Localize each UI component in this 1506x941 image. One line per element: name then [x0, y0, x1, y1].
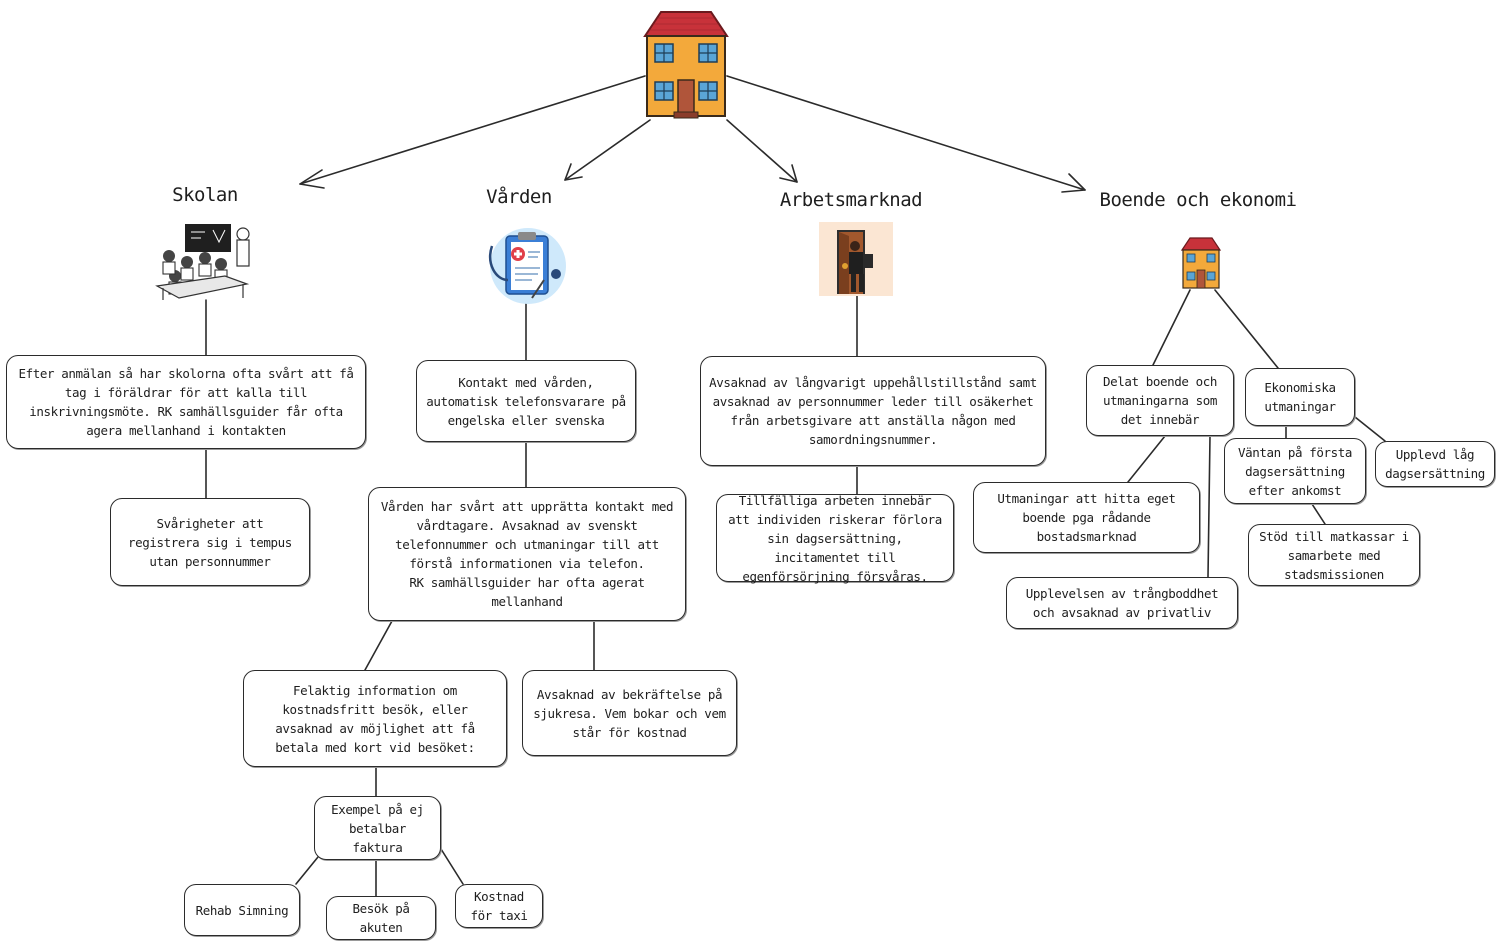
varden-node-besok-akuten-text: Besök på akuten [352, 901, 410, 935]
edge-boende-n2-n6 [1349, 412, 1386, 442]
arrowhead-boende [1061, 173, 1086, 193]
house-icon [643, 11, 729, 119]
varden-node-besok-akuten: Besök på akuten [326, 896, 436, 940]
edge-boende-n1-n3 [1127, 435, 1166, 483]
varden-node-exempel-faktura: Exempel på ej betalbar faktura [314, 796, 441, 860]
boende-node-trangboddhet: Upplevelsen av trångboddhet och avsaknad… [1006, 577, 1238, 629]
heading-boende: Boende och ekonomi [1099, 189, 1297, 211]
varden-node-sjukresa-text: Avsaknad av bekräftelse på sjukresa. Vem… [533, 686, 726, 740]
varden-node-felaktig-information-text: Felaktig information om kostnadsfritt be… [275, 682, 475, 755]
varden-node-rehab-simning-text: Rehab Simning [195, 902, 289, 918]
small-house-icon [1180, 237, 1222, 289]
edge-root-arbetsmarknad [726, 119, 798, 183]
heading-varden: Vården [486, 186, 552, 208]
arbetsmarknad-node-tillfalliga-arbeten-text: Tillfälliga arbeten innebär att individe… [728, 492, 942, 584]
skolan-node-inskrivning-text: Efter anmälan så har skolorna ofta svårt… [18, 366, 354, 438]
heading-arbetsmarknad: Arbetsmarknad [779, 189, 923, 211]
boende-node-delat-boende: Delat boende och utmaningarna som det in… [1086, 365, 1234, 436]
arrowhead-skolan [299, 169, 325, 189]
varden-node-exempel-faktura-text: Exempel på ej betalbar faktura [331, 801, 424, 855]
skolan-node-tempus: Svårigheter att registrera sig i tempus … [110, 498, 310, 586]
varden-node-felaktig-information: Felaktig information om kostnadsfritt be… [243, 670, 507, 767]
skolan-node-inskrivning: Efter anmälan så har skolorna ofta svårt… [6, 355, 366, 449]
edge-boende-icon-n1 [1152, 289, 1191, 366]
arrowhead-varden [564, 163, 583, 181]
edge-root-varden [564, 119, 651, 181]
arrowhead-arbetsmarknad [779, 164, 798, 183]
boende-node-vantan-dagsersattning: Väntan på första dagsersättning efter an… [1224, 438, 1366, 504]
varden-node-kontakt-text: Vården har svårt att upprätta kontakt me… [380, 499, 674, 609]
varden-node-kostnad-taxi-text: Kostnad för taxi [470, 889, 528, 923]
varden-node-telefonsvarare-text: Kontakt med vården, automatisk telefonsv… [426, 374, 626, 428]
boende-node-matkassar: Stöd till matkassar i samarbete med stad… [1248, 524, 1420, 586]
edge-root-boende [726, 75, 1086, 191]
edge-varden-n5-n6 [295, 856, 319, 885]
varden-node-rehab-simning: Rehab Simning [184, 884, 300, 936]
varden-node-kostnad-taxi: Kostnad för taxi [455, 884, 543, 928]
edge-boende-icon-n2 [1214, 289, 1279, 369]
boende-node-eget-boende-text: Utmaningar att hitta eget boende pga råd… [997, 491, 1176, 544]
edge-varden-n5-n8 [440, 848, 464, 885]
office-door-icon [819, 222, 893, 296]
skolan-node-tempus-text: Svårigheter att registrera sig i tempus … [128, 515, 292, 569]
boende-node-matkassar-text: Stöd till matkassar i samarbete med stad… [1259, 528, 1409, 582]
boende-node-lag-dagsersattning-text: Upplevd låg dagsersättning [1385, 447, 1485, 481]
boende-node-eget-boende: Utmaningar att hitta eget boende pga råd… [973, 482, 1200, 553]
edge-boende-n1-n4 [1207, 435, 1211, 578]
varden-node-sjukresa: Avsaknad av bekräftelse på sjukresa. Vem… [522, 670, 737, 756]
boende-node-ekonomiska-utmaningar: Ekonomiska utmaningar [1245, 368, 1355, 426]
boende-node-trangboddhet-text: Upplevelsen av trångboddhet och avsaknad… [1025, 586, 1219, 620]
varden-node-kontakt: Vården har svårt att upprätta kontakt me… [368, 487, 686, 621]
boende-node-ekonomiska-utmaningar-text: Ekonomiska utmaningar [1264, 380, 1336, 414]
boende-node-lag-dagsersattning: Upplevd låg dagsersättning [1375, 441, 1495, 487]
boende-node-vantan-dagsersattning-text: Väntan på första dagsersättning efter an… [1237, 444, 1352, 498]
classroom-icon [155, 224, 250, 300]
arbetsmarknad-node-uppehallstillstand: Avsaknad av långvarigt uppehållstillstån… [700, 356, 1046, 466]
medical-clipboard-icon [489, 228, 566, 304]
edge-root-skolan [299, 75, 646, 185]
arbetsmarknad-node-uppehallstillstand-text: Avsaknad av långvarigt uppehållstillstån… [709, 375, 1037, 447]
heading-skolan: Skolan [172, 184, 238, 206]
varden-node-telefonsvarare: Kontakt med vården, automatisk telefonsv… [416, 360, 636, 442]
boende-node-delat-boende-text: Delat boende och utmaningarna som det in… [1102, 374, 1217, 427]
edge-varden-n2-n3 [364, 620, 393, 671]
arbetsmarknad-node-tillfalliga-arbeten: Tillfälliga arbeten innebär att individe… [716, 493, 954, 584]
edge-boende-n5-n7 [1311, 503, 1326, 525]
